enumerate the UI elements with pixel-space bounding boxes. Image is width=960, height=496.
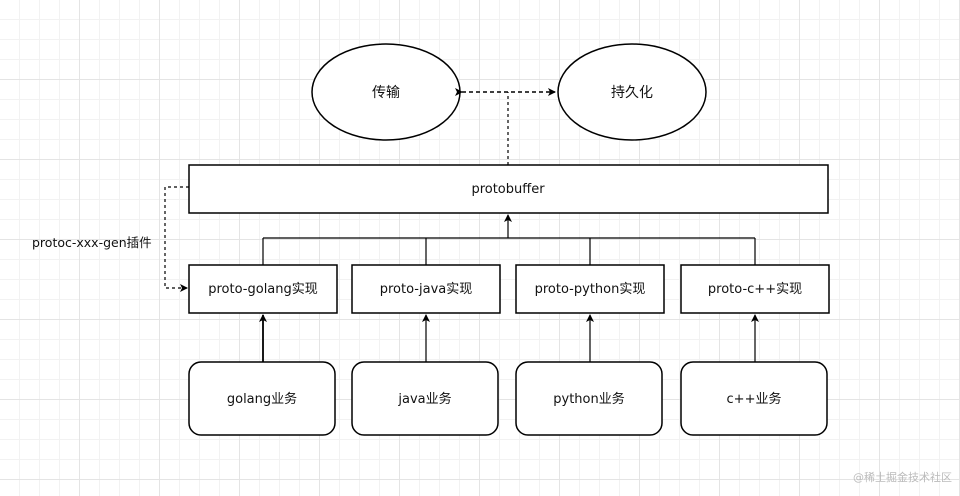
plugin-label: protoc-xxx-gen插件 xyxy=(32,235,152,250)
impl-golang-box[interactable] xyxy=(188,264,338,314)
business-golang-label: golang业务 xyxy=(227,391,297,407)
business-java-box[interactable] xyxy=(351,361,499,436)
protobuffer-label: protobuffer xyxy=(471,182,545,197)
business-python-label: python业务 xyxy=(553,391,624,407)
impl-golang-label: proto-golang实现 xyxy=(208,282,318,297)
watermark: @稀土掘金技术社区 xyxy=(853,470,952,484)
impl-python-label: proto-python实现 xyxy=(535,282,646,297)
persistence-label: 持久化 xyxy=(611,85,653,101)
plugin-dashed-connector xyxy=(164,186,189,292)
business-cpp-label: c++业务 xyxy=(727,391,782,407)
impl-java-label: proto-java实现 xyxy=(380,282,473,297)
business-cpp-box[interactable] xyxy=(680,361,828,436)
business-golang-box[interactable] xyxy=(188,361,336,436)
protobuffer-box[interactable] xyxy=(188,164,829,214)
impl-java-box[interactable] xyxy=(351,264,501,314)
business-python-box[interactable] xyxy=(515,361,663,436)
persistence-ellipse[interactable] xyxy=(557,43,707,141)
business-java-label: java业务 xyxy=(397,391,451,407)
transport-label: 传输 xyxy=(372,85,400,101)
impl-cpp-label: proto-c++实现 xyxy=(708,282,802,297)
impl-cpp-box[interactable] xyxy=(680,264,830,314)
impl-python-box[interactable] xyxy=(515,264,665,314)
